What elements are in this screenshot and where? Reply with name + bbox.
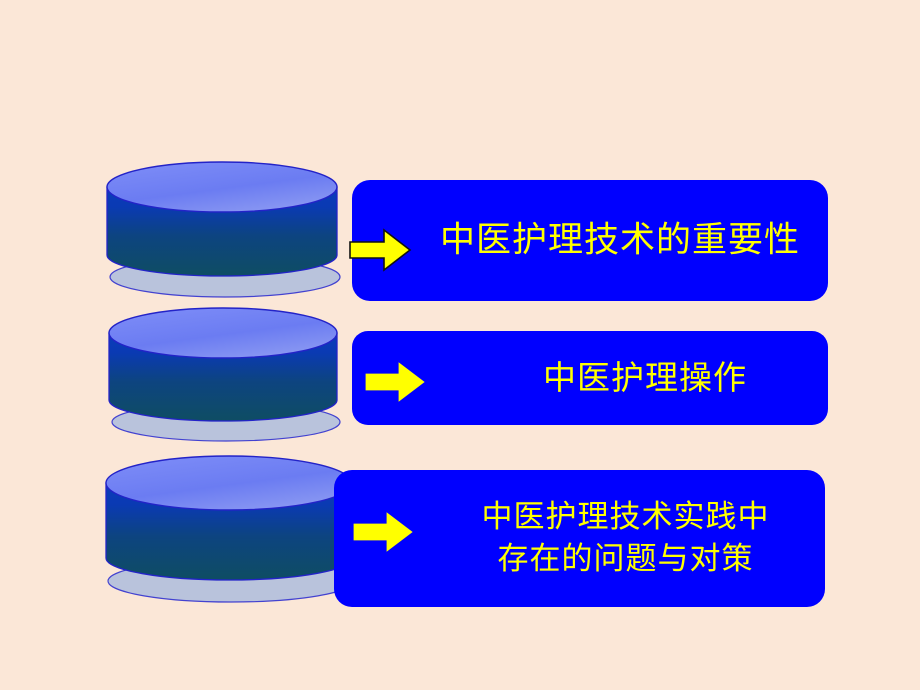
right-arrow-icon xyxy=(364,361,426,403)
callout-box-1[interactable]: 中医护理技术的重要性 xyxy=(352,180,828,301)
callout-text-1: 中医护理技术的重要性 xyxy=(439,220,800,261)
cylinder-icon xyxy=(99,155,345,305)
right-arrow-icon xyxy=(348,228,412,272)
cylinder-icon xyxy=(98,448,358,613)
callout-text-2: 中医护理操作 xyxy=(543,357,747,397)
callout-box-2[interactable]: 中医护理操作 xyxy=(352,331,828,425)
cylinder-icon xyxy=(100,303,346,449)
callout-box-3[interactable]: 中医护理技术实践中 存在的问题与对策 xyxy=(334,470,825,607)
callout-text-3: 中医护理技术实践中 存在的问题与对策 xyxy=(481,498,770,578)
right-arrow-icon xyxy=(352,511,414,553)
